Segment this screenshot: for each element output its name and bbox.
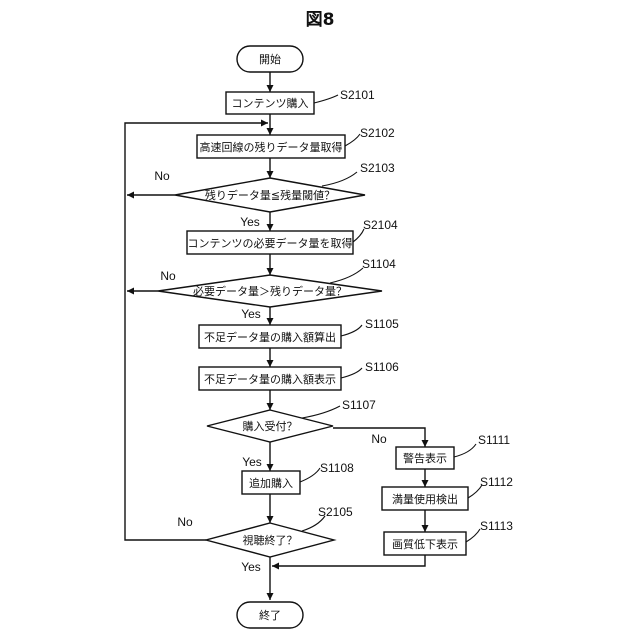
additional-purchase-label: 追加購入 — [249, 476, 293, 490]
step-s1108: S1108 — [320, 461, 354, 475]
leader-s2101 — [314, 95, 338, 103]
leader-s1111 — [454, 444, 476, 457]
no-label-viewing: No — [177, 515, 193, 529]
end-label: 終了 — [259, 608, 281, 622]
figure-title: 図8 — [306, 10, 335, 30]
step-s1105: S1105 — [365, 317, 399, 331]
leader-s1106 — [341, 368, 362, 378]
get-required-label: コンテンツの必要データ量を取得 — [188, 236, 353, 250]
step-s1106: S1106 — [365, 360, 399, 374]
detect-full-usage-label: 満量使用検出 — [392, 492, 458, 506]
no-label-accept: No — [371, 432, 387, 446]
no-label-threshold: No — [154, 169, 170, 183]
yes-label-accept: Yes — [242, 455, 262, 469]
viewing-decision-label: 視聴終了？ — [243, 533, 298, 547]
no-label-required: No — [160, 269, 176, 283]
step-s1113: S1113 — [480, 519, 513, 533]
warning-label: 警告表示 — [403, 451, 447, 465]
start-label: 開始 — [259, 52, 281, 66]
purchase-content-label: コンテンツ購入 — [232, 96, 309, 110]
leader-s2102 — [345, 134, 360, 146]
step-s2103: S2103 — [360, 161, 395, 175]
step-s1111: S1111 — [478, 433, 510, 447]
calc-shortfall-label: 不足データ量の購入額算出 — [204, 330, 336, 344]
leader-s1108 — [300, 468, 320, 482]
step-s2102: S2102 — [360, 126, 395, 140]
required-decision-label: 必要データ量＞残りデータ量？ — [193, 284, 347, 298]
leader-s1104 — [330, 268, 363, 283]
leader-s2103 — [322, 172, 357, 186]
yes-label-required: Yes — [241, 307, 261, 321]
step-s2105: S2105 — [318, 505, 353, 519]
yes-label-viewing: Yes — [241, 560, 261, 574]
step-s1112: S1112 — [480, 475, 513, 489]
leader-s1107 — [302, 406, 340, 418]
leader-s1113 — [466, 529, 480, 542]
get-remaining-label: 高速回線の残りデータ量取得 — [200, 140, 343, 154]
show-shortfall-label: 不足データ量の購入額表示 — [204, 372, 336, 386]
lower-quality-label: 画質低下表示 — [392, 537, 458, 551]
yes-label-threshold: Yes — [240, 215, 260, 229]
arrow-lower-to-merge — [272, 555, 425, 566]
step-s2101: S2101 — [340, 88, 375, 102]
accept-decision-label: 購入受付？ — [243, 419, 298, 433]
threshold-decision-label: 残りデータ量≦残量閾値？ — [205, 188, 335, 202]
step-s1104: S1104 — [362, 257, 396, 271]
leader-s1105 — [341, 325, 362, 336]
step-s1107: S1107 — [342, 398, 376, 412]
step-s2104: S2104 — [363, 218, 398, 232]
